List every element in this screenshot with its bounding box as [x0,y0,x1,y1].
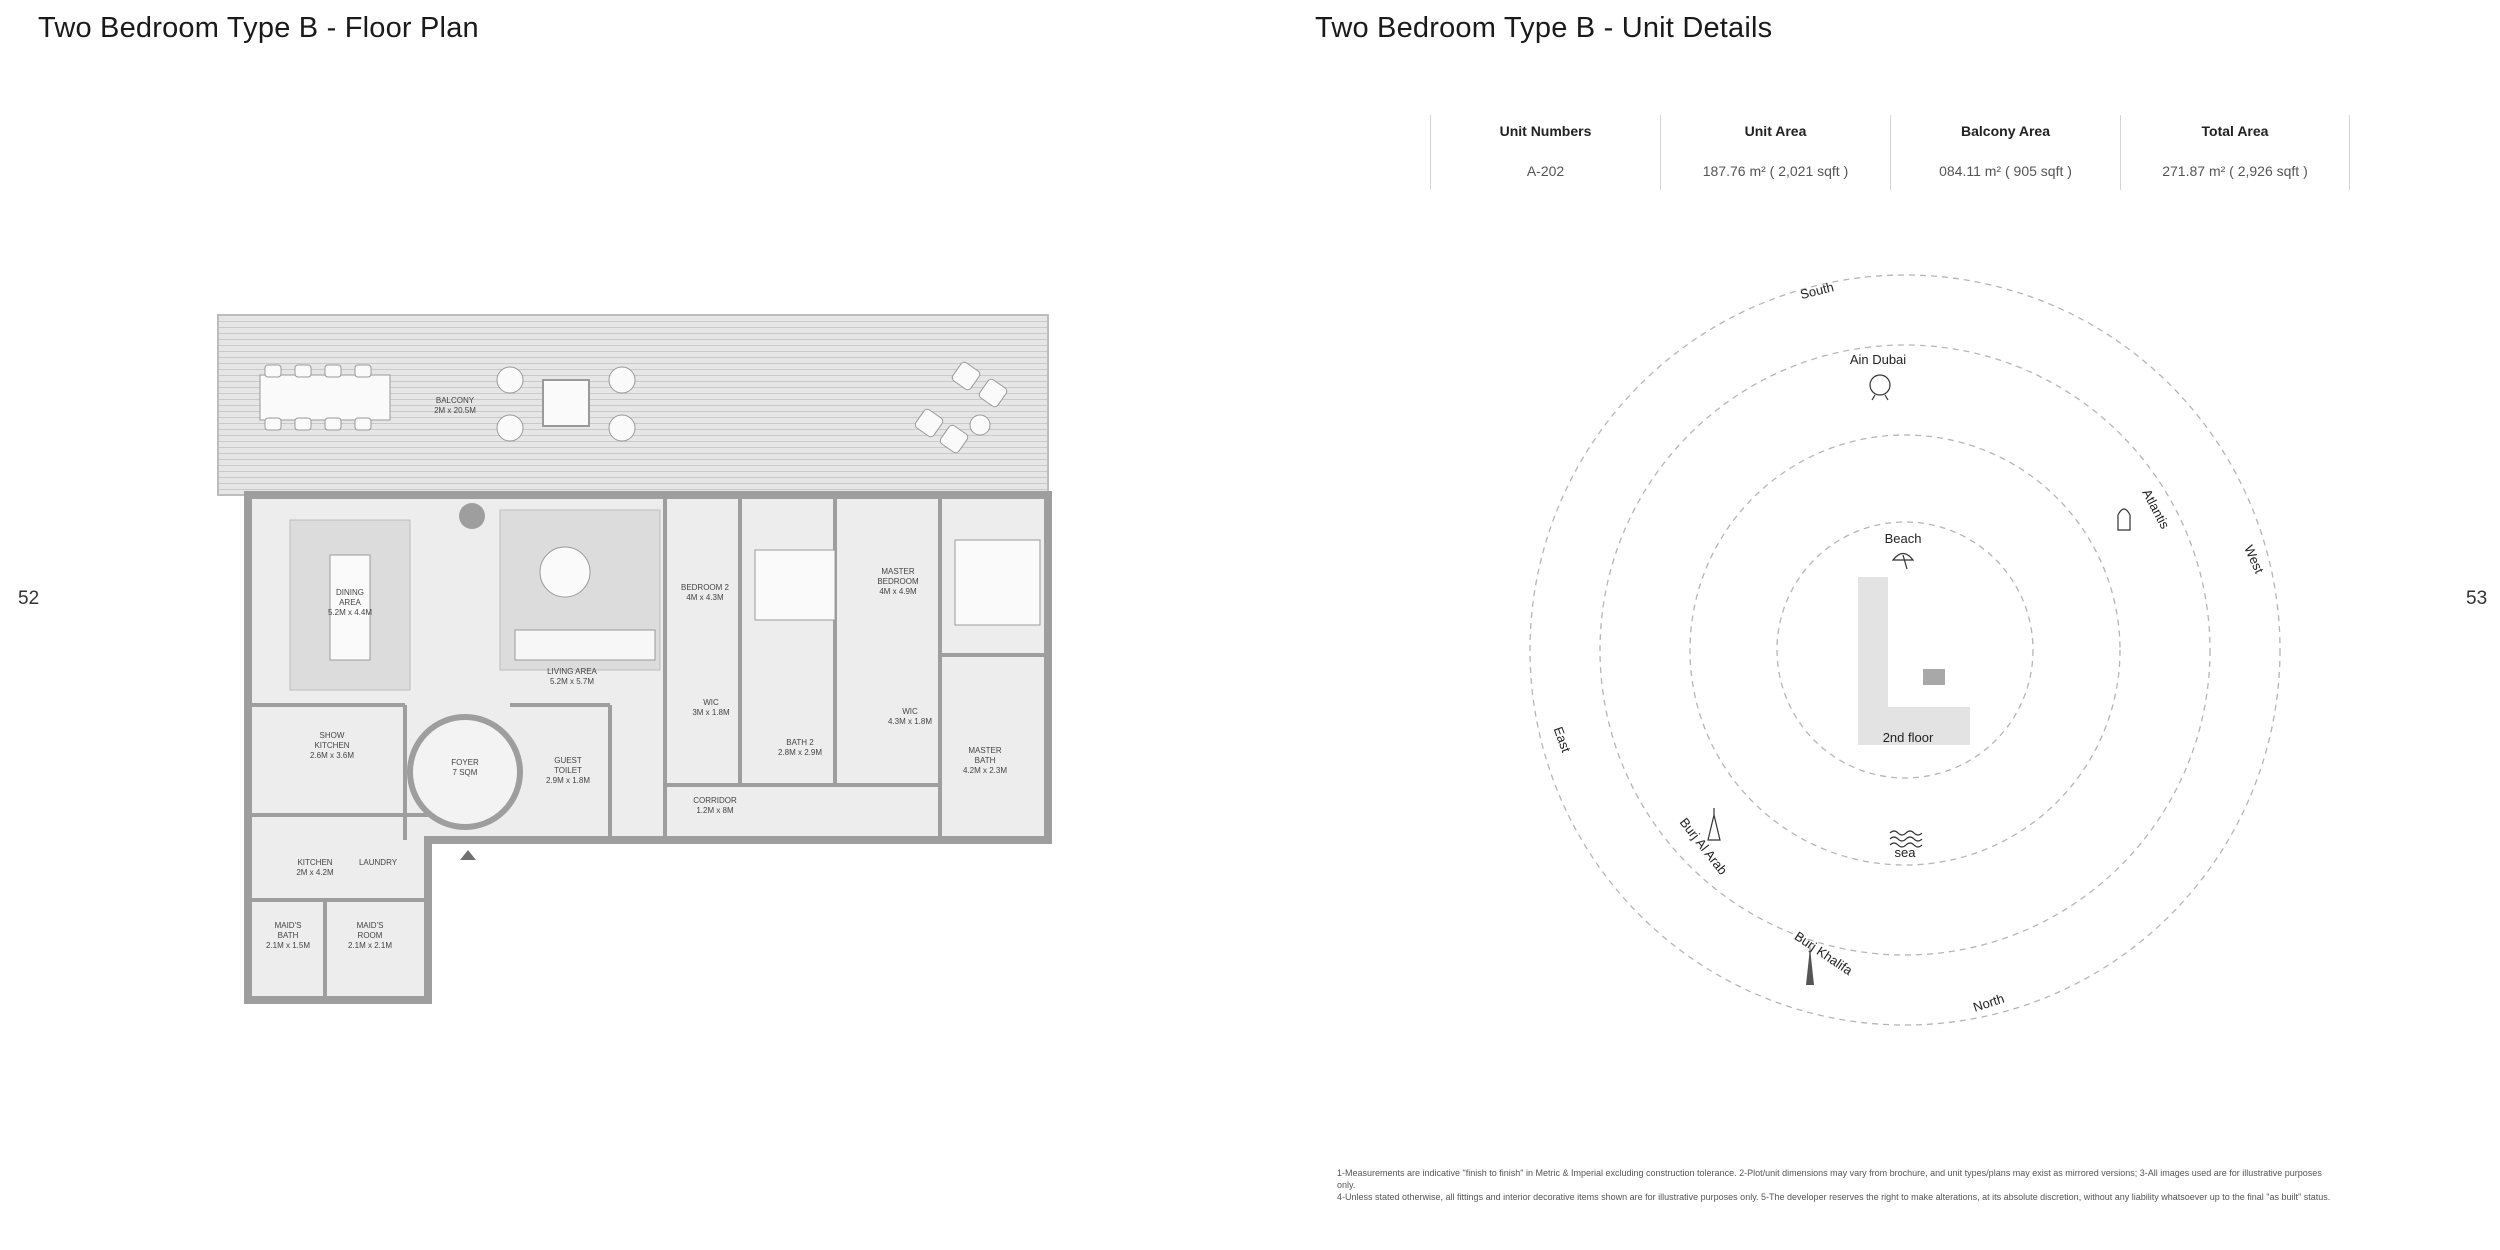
details-value: 187.76 m² ( 2,021 sqft ) [1702,163,1849,179]
room-size: 7 SQM [453,768,478,777]
room-labels: BALCONY 2M x 20.5M DINING AREA 5.2M x 4.… [266,396,1007,950]
room-label: BATH 2 [786,738,814,747]
ferris-wheel-icon [1869,374,1891,401]
balcony-lounge-set [496,361,1008,454]
floor-plan-drawing: BALCONY 2M x 20.5M DINING AREA 5.2M x 4.… [217,314,1052,1004]
room-size: 4M x 4.9M [879,587,917,596]
landmark-ain-dubai: Ain Dubai [1850,352,1906,367]
ring-3 [1689,434,2121,866]
disclaimer-line: 1-Measurements are indicative "finish to… [1337,1168,2322,1190]
room-label: BATH [975,756,996,765]
room-label: WIC [703,698,719,707]
room-size: 4.2M x 2.3M [963,766,1007,775]
room-size: 5.2M x 4.4M [328,608,372,617]
direction-east: East [1551,725,1574,755]
total-area-column: Total Area 271.87 m² ( 2,926 sqft ) [2120,115,2350,190]
umbrella-icon [1891,552,1915,570]
balcony-area-column: Balcony Area 084.11 m² ( 905 sqft ) [1890,115,2120,190]
room-size: 2.9M x 1.8M [546,776,590,785]
room-label: CORRIDOR [693,796,737,805]
unit-area-column: Unit Area 187.76 m² ( 2,021 sqft ) [1660,115,1890,190]
room-size: 1.2M x 8M [696,806,734,815]
unit-details-title: Two Bedroom Type B - Unit Details [1315,12,1773,44]
disclaimer-line: 4-Unless stated otherwise, all fittings … [1337,1192,2331,1202]
apartment-floor [244,491,1052,1004]
page-number-left: 52 [18,588,40,609]
room-label: MASTER [881,567,915,576]
details-header: Unit Numbers [1499,123,1592,139]
room-label: ROOM [358,931,383,940]
coffee-table [539,546,591,598]
details-value: 084.11 m² ( 905 sqft ) [1939,163,2072,179]
room-label: LAUNDRY [359,858,398,867]
bed-2 [754,549,836,621]
room-size: 4.3M x 1.8M [888,717,932,726]
room-size: 2M x 4.2M [296,868,334,877]
room-size: 3M x 1.8M [692,708,730,717]
room-size: 2.8M x 2.9M [778,748,822,757]
column [459,503,485,529]
burj-al-arab-icon [1707,808,1721,841]
room-label: BEDROOM [877,577,919,586]
atlantis-icon [2117,508,2131,531]
building-footprint [1858,577,1970,745]
room-label: TOILET [554,766,582,775]
dining-table [329,554,371,661]
unit-numbers-column: Unit Numbers A-202 [1430,115,1660,190]
details-value: 271.87 m² ( 2,926 sqft ) [2162,163,2308,179]
details-value: A-202 [1526,163,1565,179]
details-header: Balcony Area [1961,123,2050,139]
landmark-atlantis: Atlantis [2139,487,2172,532]
room-label: WIC [902,707,918,716]
details-header: Total Area [2201,123,2269,139]
direction-south: South [1799,279,1836,302]
room-label: DINING [336,588,364,597]
room-size: 2.1M x 2.1M [348,941,392,950]
unit-marker [1923,669,1945,685]
unit-details-table: Unit Numbers A-202 Unit Area 187.76 m² (… [1430,115,2350,190]
master-bed [954,539,1041,626]
room-label: BEDROOM 2 [681,583,730,592]
room-size: 5.2M x 5.7M [550,677,594,686]
landmark-beach: Beach [1885,531,1922,546]
ring-2 [1599,344,2211,956]
room-size: 4M x 4.3M [686,593,724,602]
balcony-dining-set [259,364,391,431]
room-size: 2.6M x 3.6M [310,751,354,760]
entry-arrow-icon [460,850,476,860]
room-label: KITCHEN [314,741,349,750]
room-label: MAID'S [275,921,302,930]
ring-inner [1776,521,2034,779]
room-label: GUEST [554,756,582,765]
page-number-right: 53 [2466,588,2488,609]
direction-north: North [1971,991,2006,1015]
disclaimer: 1-Measurements are indicative "finish to… [1337,1167,2337,1203]
direction-west: West [2241,543,2267,576]
landmark-burj-khalifa: Burj Khalifa [1792,928,1856,978]
room-label: MASTER [968,746,1002,755]
foyer-circle [407,714,523,830]
room-size: 2.1M x 1.5M [266,941,310,950]
burj-khalifa-icon [1806,943,1814,985]
room-label: FOYER [451,758,479,767]
waves-icon [1889,830,1923,848]
room-label: SHOW [320,731,345,740]
floor-plan-title: Two Bedroom Type B - Floor Plan [38,12,479,44]
ring-outer [1529,274,2281,1026]
room-label: MAID'S [357,921,384,930]
room-label: BATH [278,931,299,940]
orientation-compass: South West East North Ain Dubai Atlantis… [1529,274,2281,1026]
room-label: LIVING AREA [547,667,597,676]
details-header: Unit Area [1744,123,1807,139]
room-label: BALCONY [436,396,475,405]
landmark-burj-al-arab: Burj Al Arab [1677,815,1731,878]
room-label: AREA [339,598,361,607]
floor-label: 2nd floor [1883,730,1934,745]
landmark-sea: sea [1895,845,1917,860]
interior-walls [248,495,1048,1000]
room-label: KITCHEN [297,858,332,867]
room-size: 2M x 20.5M [434,406,476,415]
sofa [514,629,656,661]
